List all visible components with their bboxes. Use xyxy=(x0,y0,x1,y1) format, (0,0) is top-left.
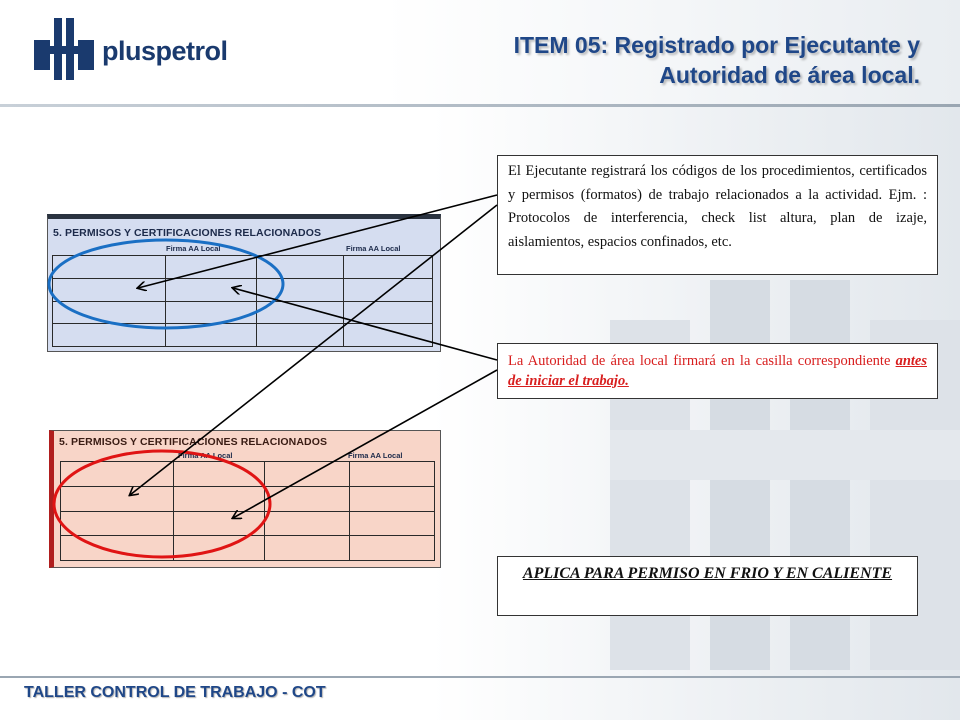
table-row xyxy=(60,461,435,487)
firma-label: Firma AA Local xyxy=(166,244,221,253)
header-bar xyxy=(0,0,960,104)
firma-label: Firma AA Local xyxy=(348,451,403,460)
form-heading: 5. PERMISOS Y CERTIFICACIONES RELACIONAD… xyxy=(59,436,328,448)
slide-title: ITEM 05: Registrado por Ejecutante y Aut… xyxy=(360,30,920,90)
pluspetrol-logo-icon xyxy=(34,18,94,80)
callout-ejecutante: El Ejecutante registrará los códigos de … xyxy=(497,155,938,275)
firma-label: Firma AA Local xyxy=(178,451,233,460)
title-line-1: ITEM 05: Registrado por Ejecutante y xyxy=(513,32,920,58)
table-row xyxy=(60,485,435,512)
permisos-table xyxy=(60,461,435,561)
logo-wordmark: pluspetrol xyxy=(102,36,228,66)
header-divider xyxy=(0,104,960,107)
table-row xyxy=(52,323,433,347)
form-permisos-blue: 5. PERMISOS Y CERTIFICACIONES RELACIONAD… xyxy=(47,214,441,352)
footer-text: TALLER CONTROL DE TRABAJO - COT xyxy=(24,684,326,701)
autoridad-emphasis: antes de iniciar el trabajo. xyxy=(508,353,927,389)
footer-divider xyxy=(0,676,960,678)
firma-label: Firma AA Local xyxy=(346,244,401,253)
table-row xyxy=(60,535,435,561)
table-row xyxy=(52,255,433,279)
callout-aplica: APLICA PARA PERMISO EN FRIO Y EN CALIENT… xyxy=(497,556,918,616)
table-row xyxy=(52,300,433,325)
title-line-2: Autoridad de área local. xyxy=(659,62,920,88)
form-heading: 5. PERMISOS Y CERTIFICACIONES RELACIONAD… xyxy=(53,227,322,239)
autoridad-text: La Autoridad de área local firmará en la… xyxy=(508,353,896,369)
table-row xyxy=(52,277,433,302)
callout-autoridad: La Autoridad de área local firmará en la… xyxy=(497,343,938,399)
table-row xyxy=(60,510,435,537)
permisos-table xyxy=(52,255,433,347)
form-permisos-red: 5. PERMISOS Y CERTIFICACIONES RELACIONAD… xyxy=(49,430,441,568)
